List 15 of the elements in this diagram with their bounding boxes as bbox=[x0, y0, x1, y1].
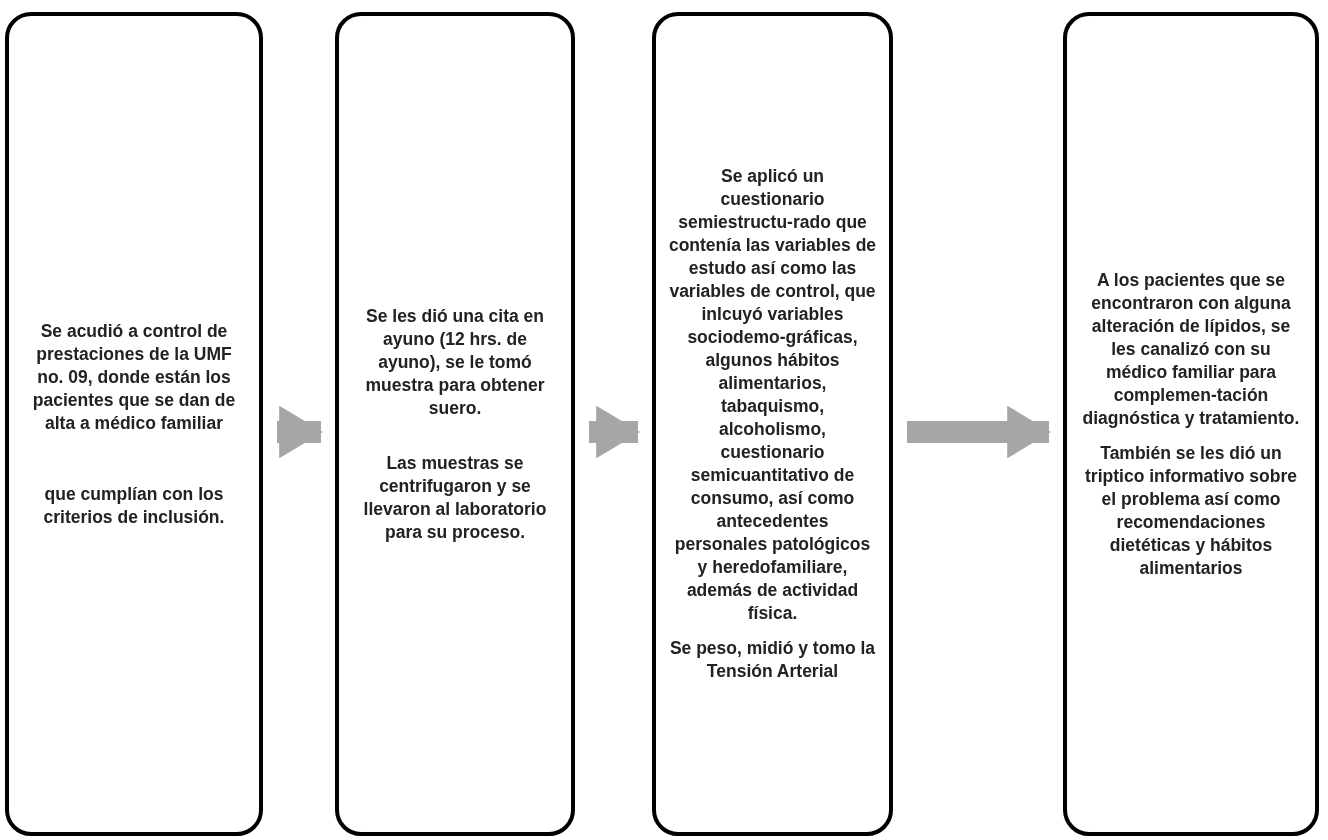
step-text: Se aplicó un cuestionario semiestructu-rado que contenía las variables de estudo así como las variables de control, que inlcuyó variables sociodemo-gráficas, algunos hábitos alimentarios, tabaquismo, alcoholismo, cuestionario semicuantitativo de consumo, así como antecedentes personales patológicos y heredofamiliare, además de actividad física. bbox=[668, 165, 877, 625]
block-arrow bbox=[589, 405, 641, 459]
step-text: También se les dió un triptico informativo sobre el problema así como recomendaciones dietéticas y hábitos alimentarios bbox=[1084, 441, 1298, 580]
step-text: Las muestras se centrifugaron y se llevaron al laboratorio para su proceso. bbox=[362, 451, 548, 544]
process-box bbox=[652, 12, 893, 836]
step-text: A los pacientes que se encontraron con alguna alteración de lípidos, se les canalizó con su médico familiar para complemen-tación diagnóstica y tratamiento. bbox=[1081, 268, 1301, 430]
step-text: que cumplían con los criterios de inclusión. bbox=[42, 482, 226, 529]
process-box bbox=[1063, 12, 1319, 836]
block-arrow bbox=[907, 405, 1052, 459]
step-text: Se les dió una cita en ayuno (12 hrs. de ayuno), se le tomó muestra para obtener suero. bbox=[364, 304, 546, 420]
process-box bbox=[5, 12, 263, 836]
step-text: Se acudió a control de prestaciones de la UMF no. 09, donde están los pacientes que se dan de alta a médico familiar bbox=[31, 319, 237, 435]
process-box bbox=[335, 12, 575, 836]
block-arrow bbox=[277, 405, 324, 459]
step-text: Se peso, midió y tomo la Tensión Arterial bbox=[668, 637, 877, 683]
